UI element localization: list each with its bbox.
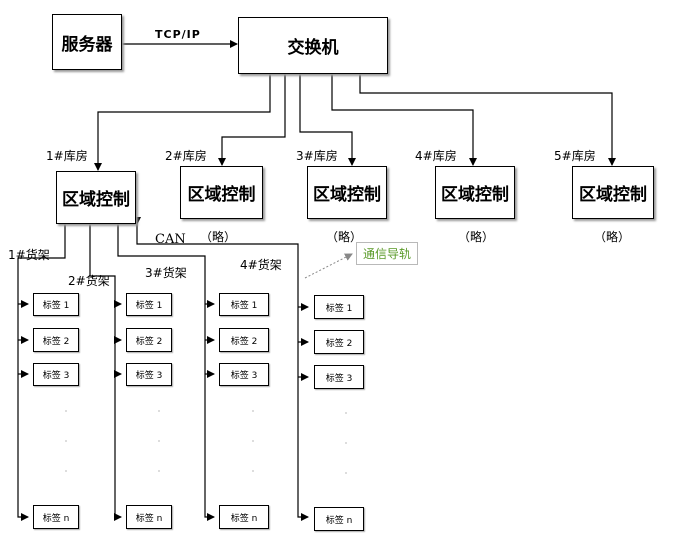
can-shelf-1 [17, 217, 69, 521]
tag-3-shelf-3: 标签 3 [219, 363, 269, 386]
tag-2-shelf-3: 标签 2 [219, 328, 269, 352]
area-control-2: 区域控制 [180, 166, 263, 219]
tag-n-shelf-4: 标签 n [314, 507, 364, 531]
link-warehouse-2 [218, 67, 289, 166]
link-warehouse-5 [356, 67, 616, 166]
warehouse-label-5: 5#库房 [554, 149, 596, 163]
ellipsis-dot [158, 440, 160, 442]
tag-label: 标签 3 [42, 371, 70, 381]
shelf-label-1: 1#货架 [8, 248, 50, 262]
ellipsis-dot [252, 440, 254, 442]
tcp-ip-label: TCP/IP [155, 28, 201, 41]
tag-label: 标签 3 [325, 373, 353, 384]
tag-1-shelf-4: 标签 1 [314, 295, 364, 319]
can-shelf-4 [133, 217, 309, 521]
ellipsis-dot [345, 412, 347, 414]
ellipsis-dot [65, 470, 67, 472]
warehouse-label-1: 1#库房 [46, 149, 88, 163]
rail-note: 通信导轨 [356, 242, 419, 265]
tag-label: 标签 3 [230, 371, 258, 381]
area-control-label: 区域控制 [579, 185, 647, 205]
ellipsis-dot [158, 470, 160, 472]
ellipsis-dot [158, 410, 160, 412]
tag-n-shelf-2: 标签 n [126, 505, 172, 529]
tag-label: 标签 n [230, 513, 258, 524]
omitted-label-3: （略） [326, 230, 363, 244]
server-label: 服务器 [61, 34, 113, 55]
area-control-1: 区域控制 [56, 171, 136, 224]
tag-label: 标签 n [135, 513, 163, 524]
tag-2-shelf-2: 标签 2 [126, 328, 172, 352]
ellipsis-dot [65, 440, 67, 442]
switch-box: 交换机 [238, 17, 388, 74]
tag-1-shelf-2: 标签 1 [126, 293, 172, 316]
tag-label: 标签 1 [42, 301, 70, 311]
tag-n-shelf-1: 标签 n [33, 505, 79, 529]
tag-3-shelf-1: 标签 3 [33, 363, 79, 386]
ellipsis-dot [252, 470, 254, 472]
omitted-label-2: （略） [200, 230, 237, 244]
tag-label: 标签 n [325, 515, 353, 526]
tag-label: 标签 2 [230, 336, 258, 347]
switch-label: 交换机 [287, 38, 339, 58]
area-control-label: 区域控制 [62, 190, 130, 210]
tag-2-shelf-4: 标签 2 [314, 330, 364, 354]
ellipsis-dot [252, 410, 254, 412]
ellipsis-dot [65, 410, 67, 412]
tag-label: 标签 2 [42, 336, 70, 347]
can-shelf-2 [86, 217, 122, 521]
tag-2-shelf-1: 标签 2 [33, 328, 79, 352]
warehouse-label-2: 2#库房 [165, 149, 207, 163]
ellipsis-dot [345, 442, 347, 444]
shelf-label-4: 4#货架 [240, 258, 282, 272]
rail-note-pointer [304, 253, 353, 279]
warehouse-label-4: 4#库房 [415, 149, 457, 163]
tag-label: 标签 2 [135, 336, 163, 347]
omitted-label-4: （略） [458, 230, 495, 244]
tag-label: 标签 2 [325, 338, 353, 349]
tag-3-shelf-4: 标签 3 [314, 365, 364, 389]
area-control-5: 区域控制 [572, 166, 654, 219]
area-control-label: 区域控制 [441, 185, 509, 205]
tag-label: 标签 n [42, 513, 70, 524]
tag-3-shelf-2: 标签 3 [126, 363, 172, 386]
area-control-label: 区域控制 [187, 185, 256, 205]
area-control-label: 区域控制 [313, 185, 381, 205]
area-control-3: 区域控制 [307, 166, 387, 219]
omitted-label-5: （略） [594, 230, 631, 244]
warehouse-label-3: 3#库房 [296, 149, 338, 163]
server-box: 服务器 [52, 14, 122, 70]
tag-label: 标签 3 [135, 371, 163, 381]
shelf-label-2: 2#货架 [68, 274, 110, 288]
tag-n-shelf-3: 标签 n [219, 505, 269, 529]
ellipsis-dot [345, 472, 347, 474]
tag-label: 标签 1 [230, 301, 258, 311]
area-control-4: 区域控制 [435, 166, 515, 219]
tag-1-shelf-3: 标签 1 [219, 293, 269, 316]
tag-label: 标签 1 [135, 301, 163, 311]
shelf-label-3: 3#货架 [145, 266, 187, 280]
tag-label: 标签 1 [325, 303, 353, 314]
can-label: CAN [155, 232, 186, 247]
tag-1-shelf-1: 标签 1 [33, 293, 79, 316]
